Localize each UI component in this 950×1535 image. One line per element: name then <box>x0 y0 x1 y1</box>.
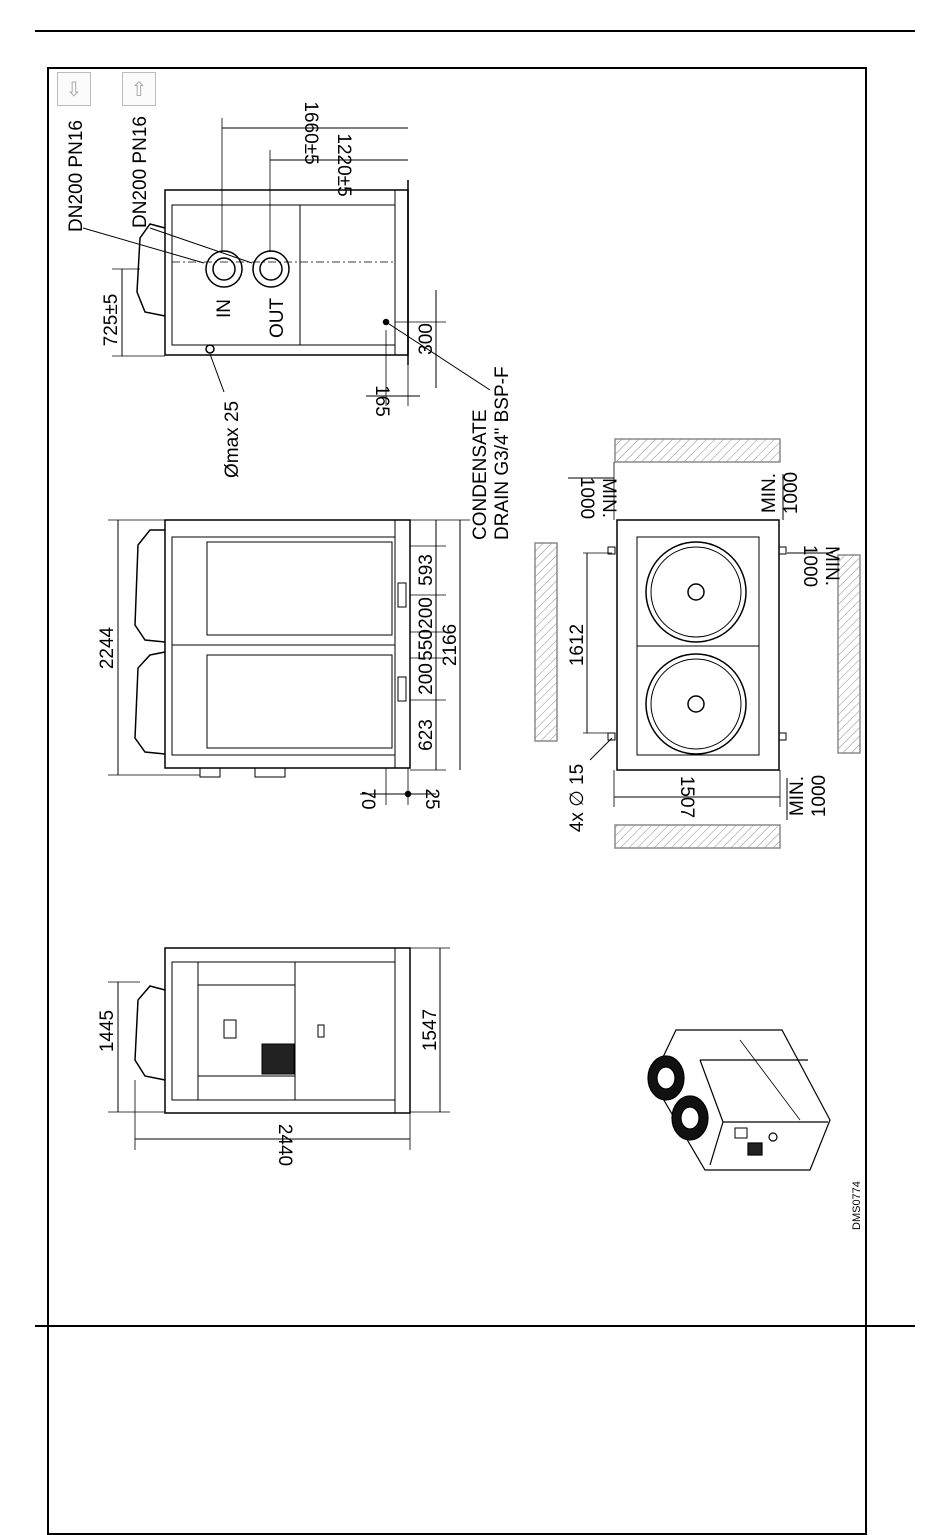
drain-label-line1: CONDENSATE <box>470 409 491 540</box>
side-view-labels: DN200 PN16 DN200 PN16 IN OUT 1660±5 1220… <box>66 101 513 540</box>
fan-hood-end <box>135 986 165 1080</box>
iso-body <box>652 1030 830 1170</box>
dim-550: 550 <box>416 629 437 661</box>
fan-upper <box>646 542 746 642</box>
dim-1220: 1220±5 <box>333 133 354 196</box>
vent-port <box>206 345 214 353</box>
clearance-zone-left <box>535 543 557 741</box>
vent-label: Ømax 25 <box>222 401 243 478</box>
dim-593: 593 <box>416 554 437 586</box>
dim-300: 300 <box>416 323 437 355</box>
clearance-zone-bottom <box>615 825 780 848</box>
dim-70: 70 <box>357 788 378 809</box>
fan-lower <box>646 654 746 754</box>
clearance-top-min: MIN. <box>598 478 619 518</box>
clearance-zone-top <box>615 439 780 462</box>
outlet-label: OUT <box>267 298 288 339</box>
clearance-right-value: 1000 <box>799 545 820 587</box>
dim-2244: 2244 <box>97 626 118 669</box>
fan-hood-lower <box>135 652 165 754</box>
inlet-label: IN <box>214 299 235 318</box>
dim-623: 623 <box>416 719 437 751</box>
clearance-upper-right-value: 1000 <box>781 472 802 514</box>
drain-label-line2: DRAIN G3/4" BSP-F <box>492 366 513 540</box>
end-view-body <box>165 948 410 1113</box>
clearance-bottom-min: MIN. <box>787 776 808 816</box>
dim-1445: 1445 <box>97 1010 118 1052</box>
dim-1547: 1547 <box>420 1009 441 1051</box>
flange-out <box>253 251 289 287</box>
flange-in <box>206 251 242 287</box>
dim-725: 725±5 <box>101 294 122 347</box>
end-view-labels: 1445 1547 2440 <box>97 1009 441 1166</box>
dim-1612: 1612 <box>567 624 588 666</box>
clearance-top-value: 1000 <box>576 477 597 519</box>
flange-out-spec: DN200 PN16 <box>130 116 151 228</box>
dim-200-upper: 200 <box>416 597 437 629</box>
dim-1507: 1507 <box>676 776 697 818</box>
isometric-view <box>648 1030 830 1170</box>
clearance-bottom-value: 1000 <box>809 775 830 817</box>
dim-165: 165 <box>371 385 392 417</box>
end-view <box>108 948 450 1150</box>
top-view-labels: MIN. 1000 MIN. 1000 MIN. 1000 MIN. 1000 … <box>567 472 842 832</box>
clearance-right-min: MIN. <box>821 546 842 586</box>
top-view-body <box>617 520 779 770</box>
front-view-body <box>165 520 410 768</box>
display-panel <box>262 1044 294 1074</box>
control-panel <box>198 962 295 1100</box>
coil-panel-lower <box>207 655 392 748</box>
dim-2166: 2166 <box>440 624 461 666</box>
fan-hood <box>137 224 165 316</box>
dim-25: 25 <box>421 788 442 809</box>
flange-in-spec: DN200 PN16 <box>66 120 87 232</box>
fan-hood-upper <box>135 530 165 642</box>
dim-1660: 1660±5 <box>300 101 321 164</box>
dim-2440: 2440 <box>274 1124 295 1166</box>
dim-200-lower: 200 <box>416 663 437 695</box>
drawing-code: DMS0774 <box>851 1181 863 1230</box>
clearance-upper-right-min: MIN. <box>759 473 780 513</box>
hole-spec: 4x ∅ 15 <box>567 764 588 832</box>
main-switch <box>224 1020 236 1038</box>
coil-panel-upper <box>207 542 392 635</box>
technical-drawing: DN200 PN16 DN200 PN16 IN OUT 1660±5 1220… <box>0 0 950 1359</box>
